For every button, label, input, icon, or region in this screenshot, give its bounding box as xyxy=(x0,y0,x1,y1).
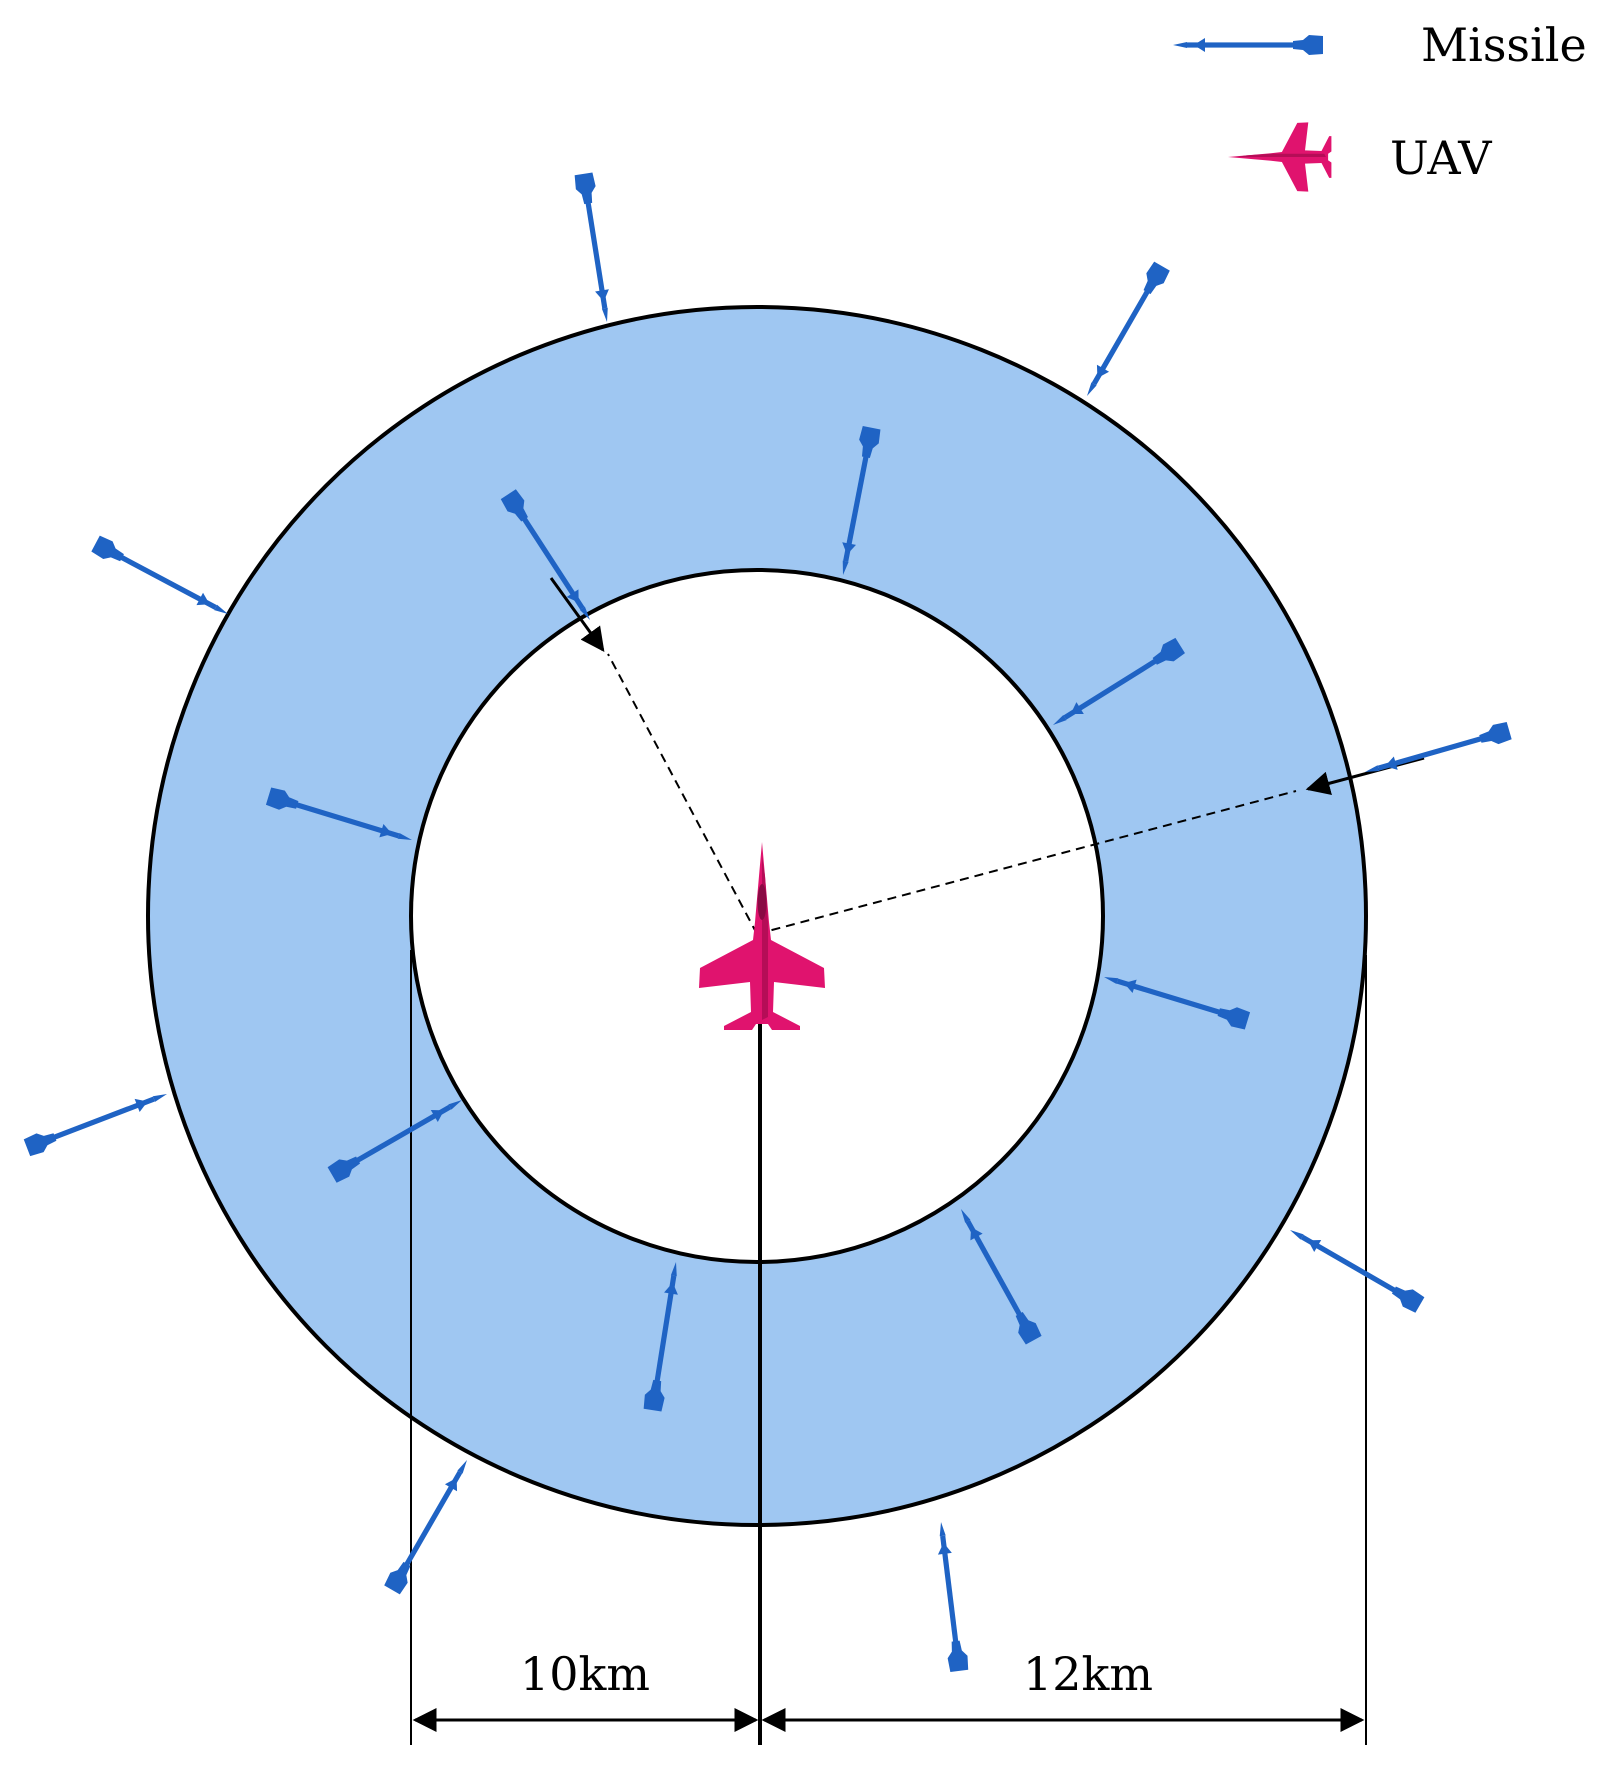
legend-missile-label: Missile xyxy=(1421,18,1587,72)
outer-radius-label: 12km xyxy=(1023,1647,1153,1701)
missile-icon xyxy=(1173,35,1323,55)
missile-icon xyxy=(383,1455,476,1595)
legend: Missile UAV xyxy=(1173,18,1587,192)
dashed-radius-inner xyxy=(607,653,758,935)
missile-icon xyxy=(1362,721,1512,782)
missile-icon xyxy=(931,1520,970,1673)
legend-uav-label: UAV xyxy=(1390,131,1492,185)
missile-icon xyxy=(573,172,617,324)
missile-icon xyxy=(90,534,233,623)
dashed-radius-outer xyxy=(756,790,1297,935)
dimension-lines: 10km 12km xyxy=(410,934,1367,1745)
fighter-jet-icon xyxy=(1228,122,1332,192)
inner-radius-label: 10km xyxy=(520,1647,650,1701)
missile-icon xyxy=(23,1084,171,1158)
fighter-jet-icon xyxy=(699,842,825,1030)
missile-icon xyxy=(1285,1221,1425,1314)
missile-icon xyxy=(1078,261,1171,401)
pointer-arrow-inner xyxy=(549,577,605,652)
